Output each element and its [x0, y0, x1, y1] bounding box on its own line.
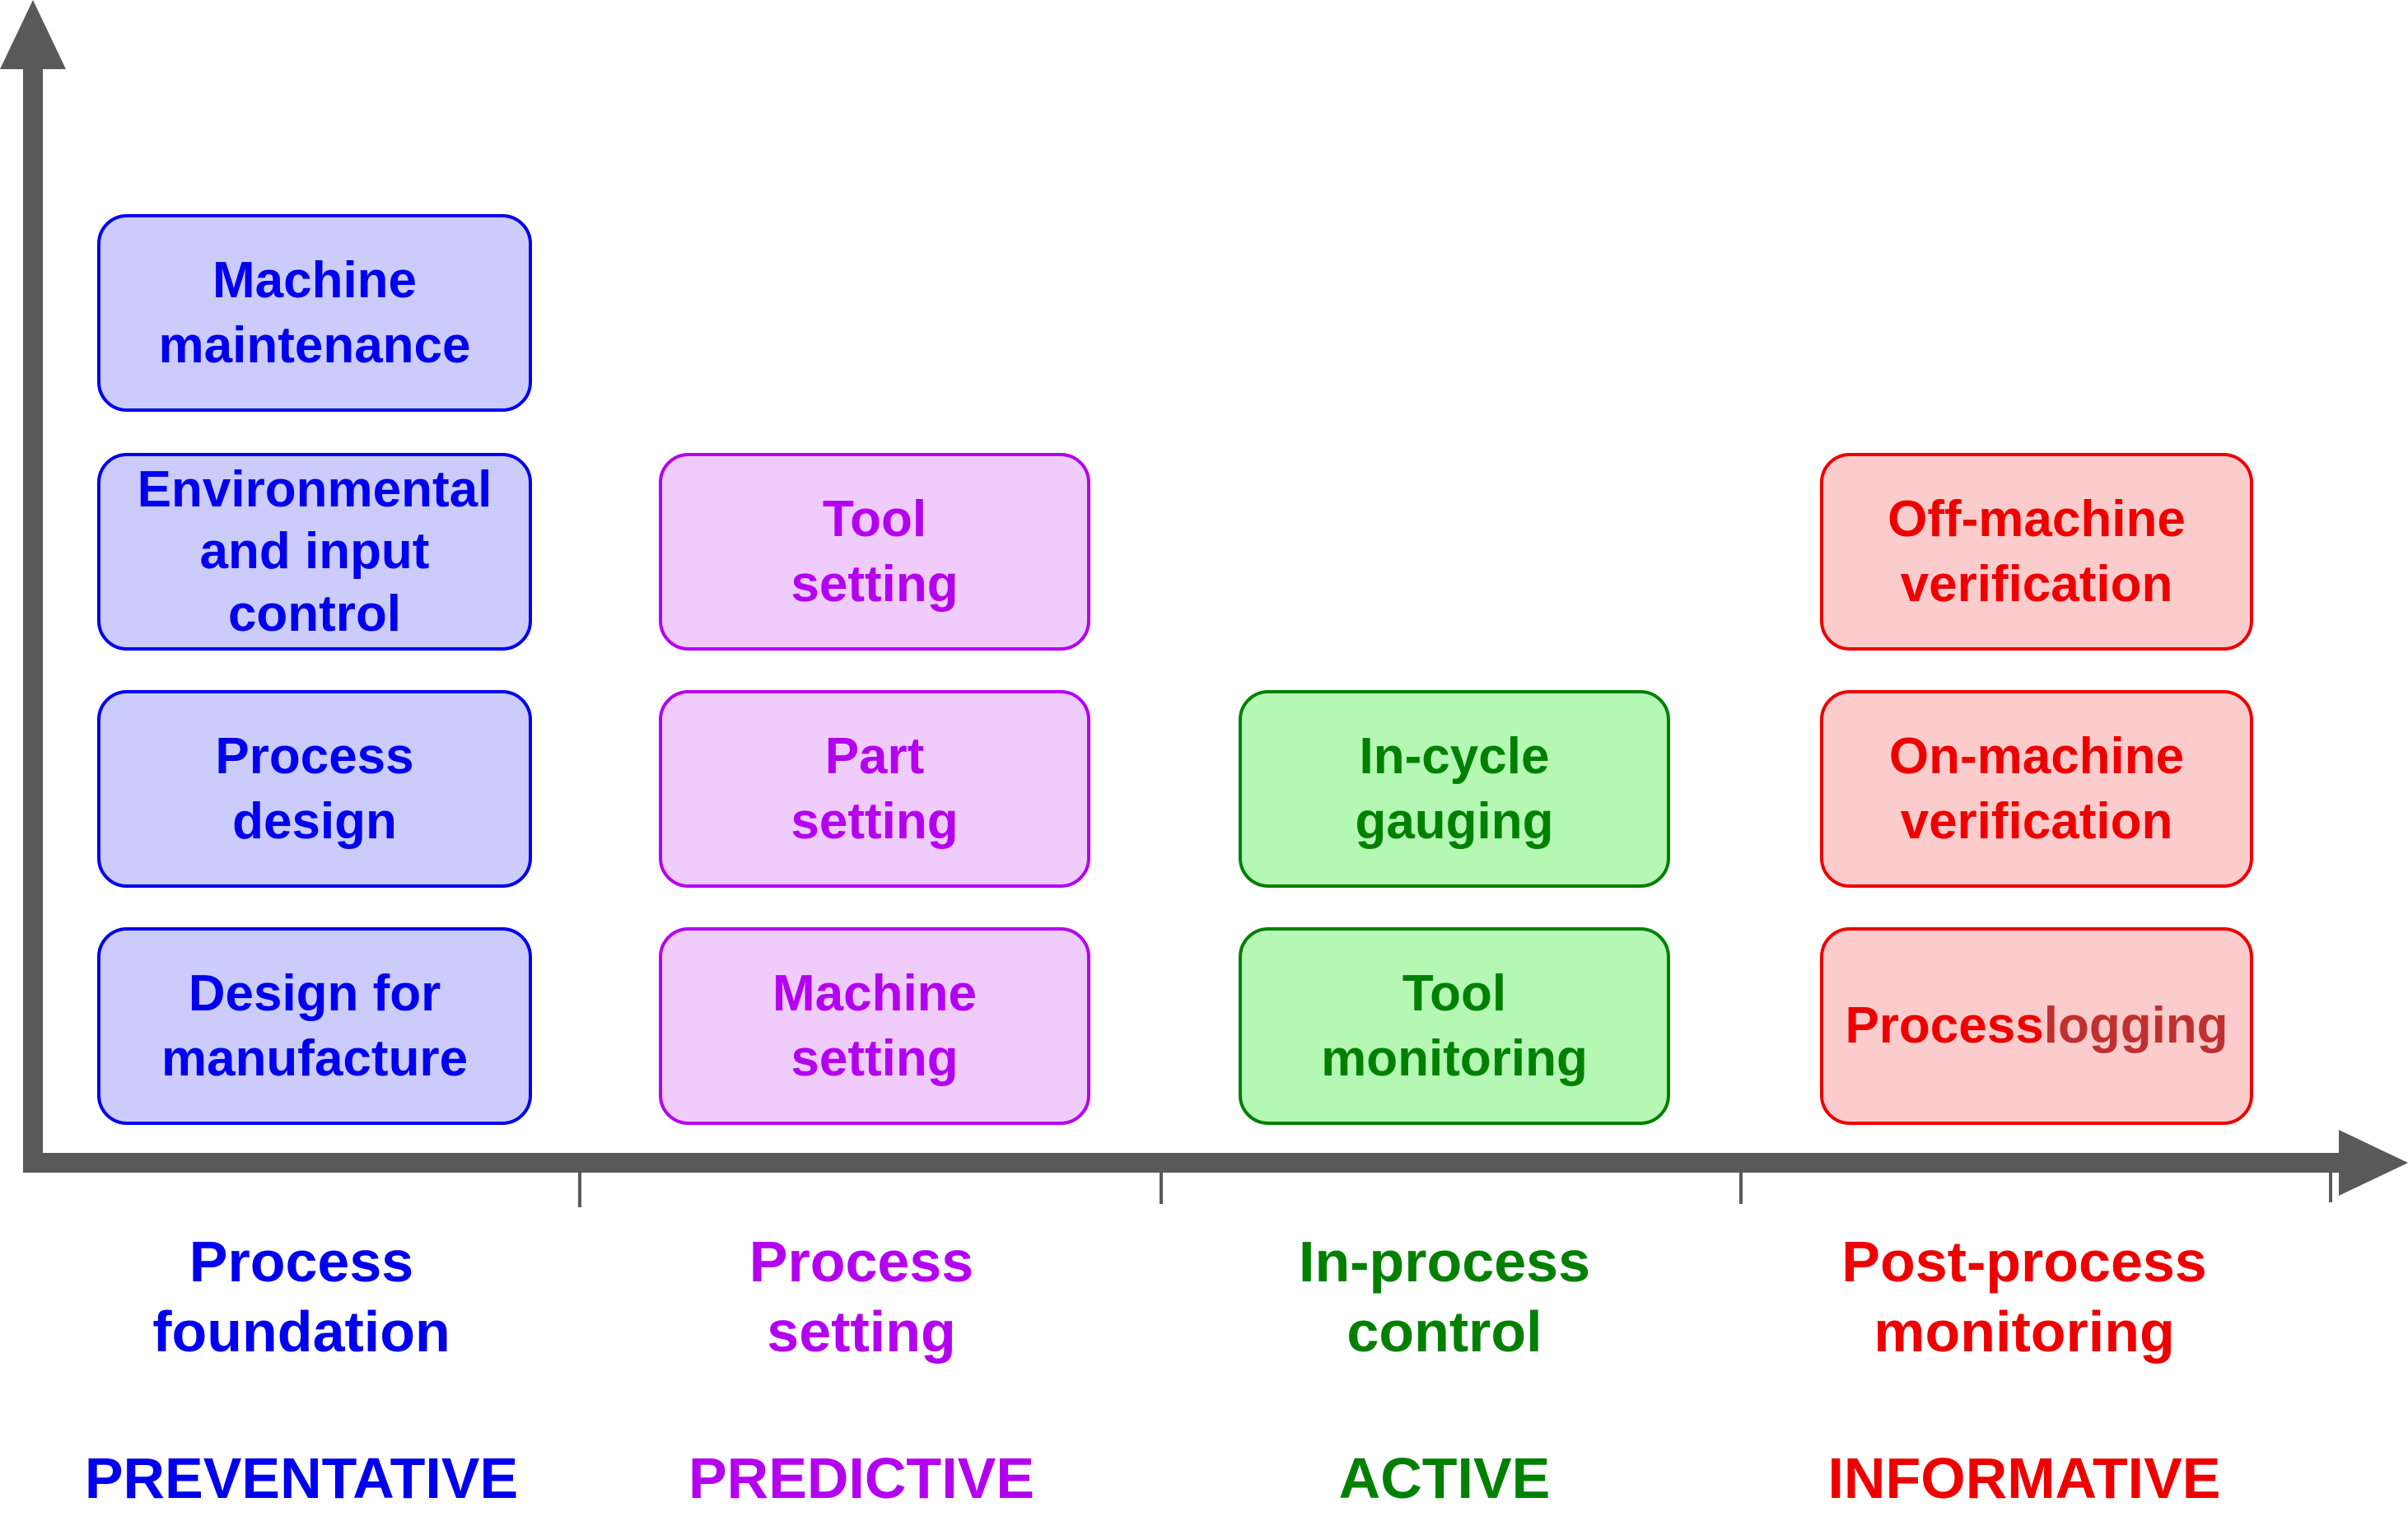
box-tool-monitoring: Tool monitoring	[1239, 927, 1670, 1125]
box-part-setting: Part setting	[659, 690, 1090, 888]
box-process-logging-line-2: logging	[2043, 997, 2228, 1055]
box-machine-setting: Machine setting	[659, 927, 1090, 1125]
box-process-logging-line-1: Process	[1845, 997, 2044, 1055]
box-off-machine-verification: Off-machine verification	[1820, 453, 2253, 651]
x-axis-arrowhead	[2339, 1130, 2408, 1196]
box-environmental-input-control: Environmental and input control	[97, 453, 532, 651]
y-axis-arrowhead	[0, 0, 66, 69]
category-label-process-foundation: Process foundation	[152, 1229, 450, 1365]
category-label-process-setting: Process setting	[749, 1229, 974, 1365]
category-label-post-process-monitoring: Post-process monitoring	[1841, 1229, 2207, 1365]
strategy-label-informative: INFORMATIVE	[1827, 1446, 2221, 1510]
category-label-in-process-control: In-process control	[1299, 1229, 1590, 1365]
box-tool-setting: Tool setting	[659, 453, 1090, 651]
strategy-label-active: ACTIVE	[1338, 1446, 1551, 1510]
box-in-cycle-gauging: In-cycle gauging	[1239, 690, 1670, 888]
box-on-machine-verification: On-machine verification	[1820, 690, 2253, 888]
strategy-label-preventative: PREVENTATIVE	[84, 1446, 519, 1510]
box-design-for-manufacture: Design for manufacture	[97, 927, 532, 1125]
box-process-design: Process design	[97, 690, 532, 888]
strategy-label-predictive: PREDICTIVE	[688, 1446, 1035, 1510]
box-machine-maintenance: Machine maintenance	[97, 214, 532, 412]
